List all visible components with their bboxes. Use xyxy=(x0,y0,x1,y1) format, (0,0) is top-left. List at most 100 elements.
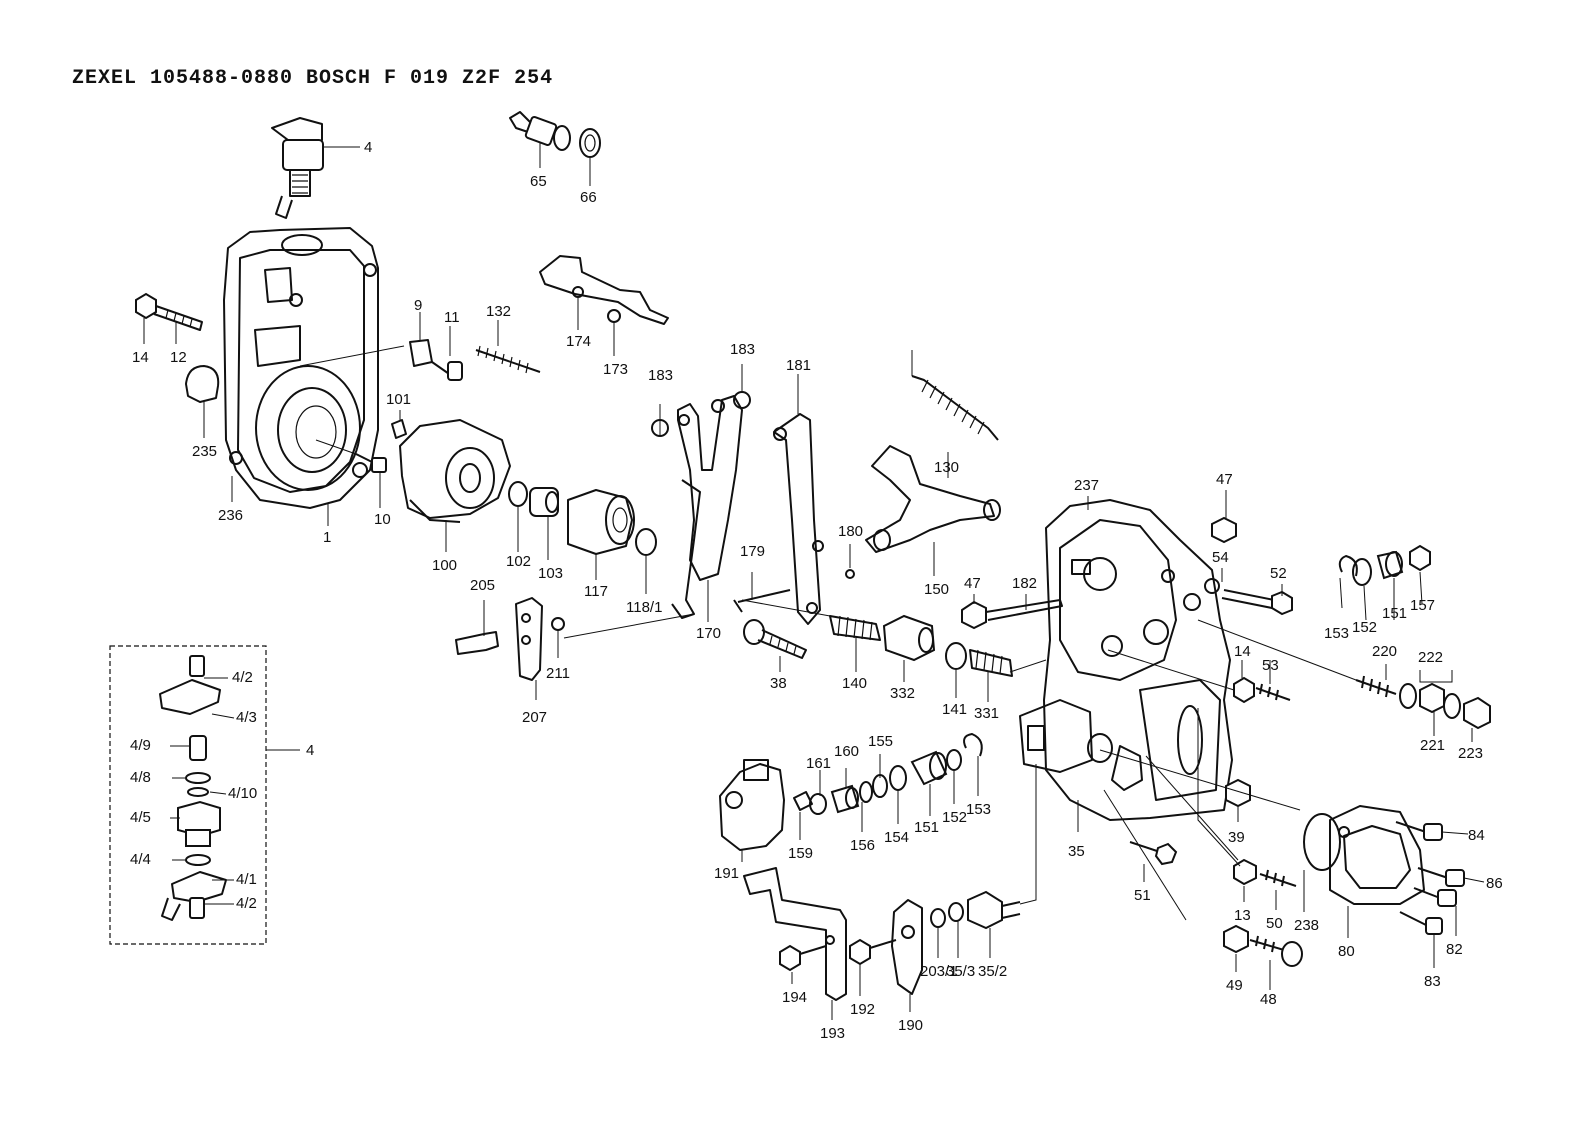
label-100: 100 xyxy=(432,557,457,574)
label-39: 39 xyxy=(1228,829,1245,846)
label-86: 86 xyxy=(1486,875,1503,892)
ring-152b xyxy=(946,749,962,771)
ring-156 xyxy=(859,781,873,803)
screw-86 xyxy=(1417,867,1465,887)
bolt-194 xyxy=(779,944,827,972)
label-191: 191 xyxy=(714,865,739,882)
label-141: 141 xyxy=(942,701,967,718)
label-153b: 153 xyxy=(966,801,991,818)
nut-39 xyxy=(1225,778,1251,808)
label-152b: 152 xyxy=(942,809,967,826)
label-211: 211 xyxy=(546,665,570,682)
nut-49 xyxy=(1223,924,1249,954)
label-156: 156 xyxy=(850,837,875,854)
label-inset-4-2a: 4/2 xyxy=(232,669,253,686)
label-inset-4-2b: 4/2 xyxy=(236,895,257,912)
label-203-1: 203/1 xyxy=(920,963,958,980)
label-174: 174 xyxy=(566,333,591,350)
cover-80 xyxy=(1329,805,1425,905)
label-205: 205 xyxy=(470,577,495,594)
lever-190 xyxy=(891,899,923,995)
label-220: 220 xyxy=(1372,643,1397,660)
label-inset-4-5: 4/5 xyxy=(130,809,151,826)
label-48: 48 xyxy=(1260,991,1277,1008)
label-47a: 47 xyxy=(964,575,981,592)
label-193: 193 xyxy=(820,1025,845,1042)
label-222: 222 xyxy=(1418,649,1443,666)
label-38: 38 xyxy=(770,675,787,692)
label-12: 12 xyxy=(170,349,187,366)
label-53: 53 xyxy=(1262,657,1279,674)
nut-221 xyxy=(1419,682,1445,714)
washer-118-1 xyxy=(635,528,657,556)
bolt-10 xyxy=(355,453,387,473)
label-173: 173 xyxy=(603,361,628,378)
screw-84 xyxy=(1395,821,1443,841)
label-103: 103 xyxy=(538,565,563,582)
nut-332 xyxy=(882,614,936,662)
spring-132-set xyxy=(409,339,541,381)
label-179: 179 xyxy=(740,543,765,560)
label-130: 130 xyxy=(934,459,959,476)
label-161: 161 xyxy=(806,755,831,772)
label-65: 65 xyxy=(530,173,547,190)
label-50: 50 xyxy=(1266,915,1283,932)
label-182: 182 xyxy=(1012,575,1037,592)
label-51: 51 xyxy=(1134,887,1151,904)
label-152a: 152 xyxy=(1352,619,1377,636)
key-101 xyxy=(391,419,407,439)
label-4: 4 xyxy=(364,139,372,156)
label-221: 221 xyxy=(1420,737,1445,754)
label-inset-4-3: 4/3 xyxy=(236,709,257,726)
label-155: 155 xyxy=(868,733,893,750)
label-inset-4-4: 4/4 xyxy=(130,851,151,868)
nut-14b xyxy=(1233,676,1255,704)
bolt-14-12 xyxy=(135,292,203,331)
stud-50 xyxy=(1259,869,1297,887)
label-14: 14 xyxy=(132,349,149,366)
label-236: 236 xyxy=(218,507,243,524)
label-14b: 14 xyxy=(1234,643,1251,660)
label-140: 140 xyxy=(842,675,867,692)
label-183a: 183 xyxy=(648,367,673,384)
fitting-65-66 xyxy=(509,111,601,158)
screw-83 xyxy=(1399,911,1443,935)
label-332: 332 xyxy=(890,685,915,702)
housing-237 xyxy=(1019,499,1233,821)
part-labels: 4 65 66 174 173 14 12 235 236 1 10 9 11 … xyxy=(130,139,1503,1042)
washer-221a xyxy=(1399,683,1417,709)
screw-82 xyxy=(1413,887,1457,907)
lever-170 xyxy=(671,395,743,619)
pin-180 xyxy=(845,569,855,579)
label-237: 237 xyxy=(1074,477,1099,494)
label-151a: 151 xyxy=(1382,605,1407,622)
clamp-235 xyxy=(185,365,220,403)
screw-48 xyxy=(1249,935,1303,967)
label-66: 66 xyxy=(580,189,597,206)
leader-lines xyxy=(143,142,1485,1020)
label-inset-4-9: 4/9 xyxy=(130,737,151,754)
pin-205 xyxy=(455,631,499,655)
label-54: 54 xyxy=(1212,549,1229,566)
spring-130 xyxy=(911,375,999,441)
label-inset-4-10: 4/10 xyxy=(228,785,257,802)
washer-35-3 xyxy=(948,902,964,922)
label-52: 52 xyxy=(1270,565,1287,582)
washer-54 xyxy=(1204,578,1220,594)
label-9: 9 xyxy=(414,297,422,314)
nut-141 xyxy=(945,642,967,670)
label-207: 207 xyxy=(522,709,547,726)
label-inset-4: 4 xyxy=(306,742,314,759)
label-118-1: 118/1 xyxy=(626,599,662,616)
label-35-3: 35/3 xyxy=(946,963,975,980)
bearing-117 xyxy=(567,489,635,555)
clip-153a xyxy=(1338,555,1358,577)
label-47b: 47 xyxy=(1216,471,1233,488)
label-160: 160 xyxy=(834,743,859,760)
washer-221b xyxy=(1443,693,1461,719)
ring-161 xyxy=(809,793,827,815)
label-49: 49 xyxy=(1226,977,1243,994)
label-132: 132 xyxy=(486,303,511,320)
bolt-47-182 xyxy=(961,599,1063,630)
sleeve-160 xyxy=(830,784,860,814)
